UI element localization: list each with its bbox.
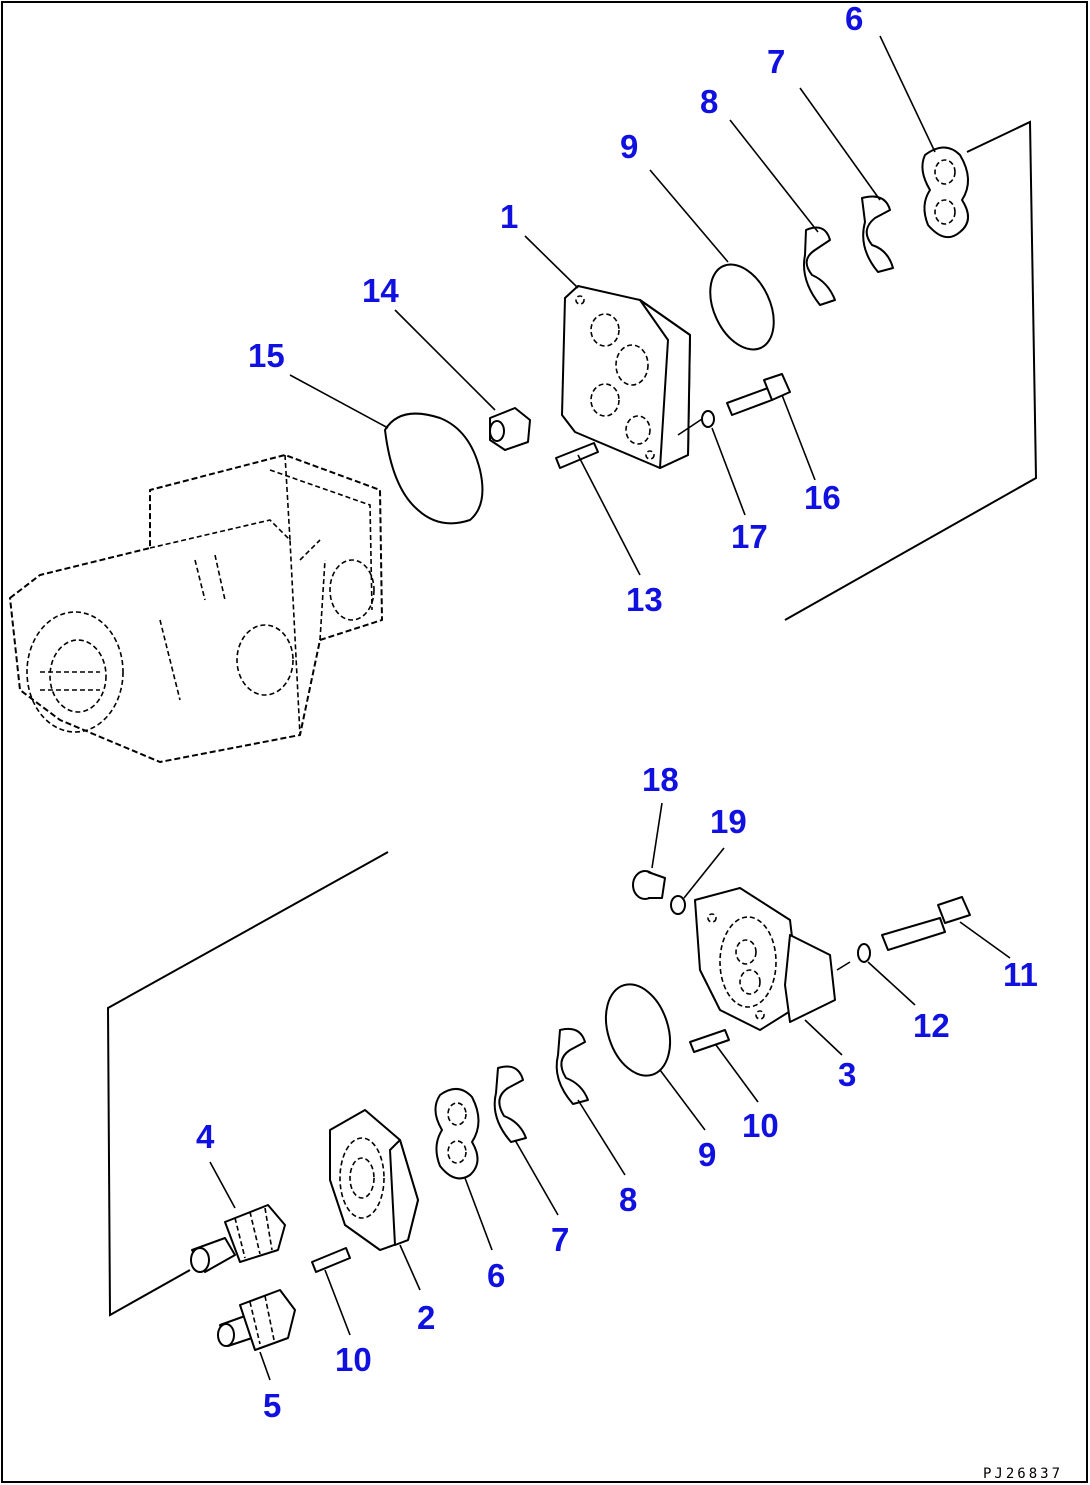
callout-13: 13 [626,581,663,618]
part-6-wear-plate-lower [434,1088,480,1180]
callout-9-upper: 9 [620,128,638,165]
part-3-housing [694,887,836,1031]
callout-17: 17 [731,518,768,555]
callout-7-lower: 7 [551,1221,569,1258]
callout-4: 4 [196,1118,215,1155]
part-17-washer [701,410,715,428]
callout-8-lower: 8 [619,1181,637,1218]
callout-19: 19 [710,803,747,840]
callout-3: 3 [838,1056,856,1093]
callout-2: 2 [417,1299,435,1336]
part-10-dowel-pin-left [311,1247,351,1273]
part-7-seal-lower [493,1065,527,1143]
part-2-housing [329,1109,419,1251]
part-9-o-ring-upper [709,263,775,351]
callout-10-right: 10 [742,1107,779,1144]
callout-11: 11 [1003,956,1038,993]
callout-9-lower: 9 [698,1136,716,1173]
callout-16: 16 [804,479,841,516]
callout-12: 12 [913,1007,950,1044]
callout-6-lower: 6 [487,1257,505,1294]
callout-18: 18 [642,761,679,798]
callout-7-upper: 7 [767,43,785,80]
explode-frame-upper [784,120,1038,621]
callout-15: 15 [248,337,285,374]
part-1-cover-plate [561,285,691,469]
part-6-wear-plate-upper [921,146,969,239]
part-16-bolt [726,373,791,416]
callout-10-left: 10 [335,1341,372,1378]
callout-labels: 6 7 8 9 1 14 15 16 17 13 18 19 11 12 3 1… [196,0,1038,1424]
part-5-driven-gear [217,1289,296,1351]
callout-5: 5 [263,1387,281,1424]
part-9-o-ring-lower [604,983,672,1077]
part-18-fitting [632,870,666,900]
leader-lines [209,35,1011,1381]
part-15-gasket [384,412,484,525]
drawing-reference-number: PJ26837 [983,1466,1063,1482]
pump-assembly [9,454,383,763]
part-10-dowel-pin-right [689,1029,730,1053]
part-4-drive-gear [190,1204,286,1273]
callout-6-upper: 6 [845,0,863,37]
callout-14: 14 [362,272,399,309]
part-11-bolt [881,896,971,951]
callout-1: 1 [500,198,518,235]
callout-8-upper: 8 [700,83,718,120]
part-13-dowel-pin [555,442,599,469]
part-8-seal-upper [803,226,836,306]
part-14-bushing [489,407,531,451]
part-8-seal-lower [555,1027,589,1105]
part-12-washer [857,943,871,963]
explode-frame-lower [106,851,389,1317]
part-7-seal-upper [861,195,894,273]
part-19-o-ring [670,895,686,915]
